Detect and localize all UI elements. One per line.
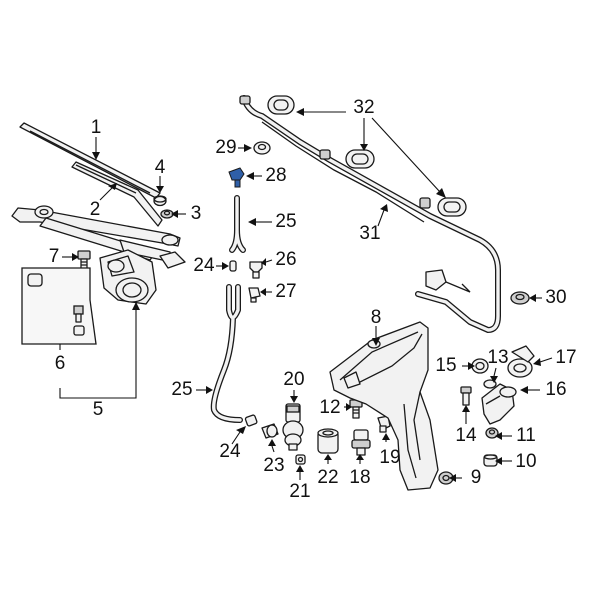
callout-9: 9 (471, 467, 482, 488)
callout-11: 11 (516, 425, 536, 446)
callout-25-lower: 25 (171, 379, 192, 400)
callout-1: 1 (91, 117, 102, 138)
check-valve-26 (249, 261, 263, 279)
callout-12: 12 (319, 397, 340, 418)
grommet-10 (483, 454, 498, 467)
hose-grommet-32a (239, 95, 295, 115)
motor-bracket-panel (21, 267, 97, 345)
callout-29: 29 (215, 137, 236, 158)
hose-grommet-32c (419, 197, 467, 217)
callout-numbers: 1 2 3 4 5 6 7 8 9 10 11 12 13 14 15 16 1… (49, 97, 577, 502)
callout-24-upper: 24 (193, 255, 215, 276)
callout-3: 3 (191, 203, 202, 224)
filler-cap-17 (507, 345, 535, 378)
callout-26: 26 (275, 249, 296, 270)
callout-24-lower: 24 (219, 441, 241, 462)
callout-17: 17 (555, 347, 576, 368)
callout-8: 8 (371, 307, 382, 328)
washer-pump (282, 403, 304, 451)
callout-13: 13 (487, 347, 508, 368)
callout-25-upper: 25 (275, 211, 296, 232)
bolt-12 (349, 399, 363, 419)
callout-23: 23 (263, 455, 284, 476)
connector-24-upper (229, 260, 237, 272)
clip-13 (483, 379, 497, 389)
arm-nut (160, 209, 174, 219)
callout-28: 28 (265, 165, 286, 186)
washer-reservoir (329, 321, 439, 491)
callout-30: 30 (545, 287, 566, 308)
callout-22: 22 (317, 467, 338, 488)
screw-14 (460, 386, 472, 406)
bracket-5 (59, 302, 137, 399)
pump-seal-22 (317, 428, 339, 454)
hose-grommet-32b (319, 149, 375, 169)
callout-32: 32 (353, 97, 374, 118)
grommet-29 (253, 141, 271, 155)
nut-11 (485, 427, 499, 439)
callout-27: 27 (275, 281, 296, 302)
callout-10: 10 (515, 451, 536, 472)
callout-7: 7 (49, 246, 60, 267)
callout-21: 21 (289, 481, 310, 502)
level-sensor-18 (351, 429, 371, 456)
bolt-7 (77, 250, 91, 270)
callout-4: 4 (155, 157, 166, 178)
grommet-21 (295, 454, 306, 465)
filler-neck-16 (481, 383, 517, 425)
connector-27 (248, 287, 261, 303)
callout-19: 19 (379, 447, 400, 468)
wiper-motor (99, 249, 157, 305)
washer-hose-31 (241, 95, 501, 333)
washer-hose-lower (210, 284, 243, 423)
grommet-30 (510, 291, 530, 305)
wiper-linkage (11, 205, 186, 269)
connector-24-lower (244, 414, 258, 427)
wiper-arm (71, 161, 163, 227)
callout-31: 31 (359, 223, 380, 244)
clip-19 (377, 415, 391, 433)
callout-2: 2 (90, 199, 101, 220)
washer-nozzle-highlighted (228, 167, 245, 188)
hose-connector-23 (261, 423, 279, 439)
callout-16: 16 (545, 379, 566, 400)
callout-5: 5 (93, 399, 104, 420)
arm-cap (153, 195, 167, 207)
callout-20: 20 (283, 369, 304, 390)
washer-hose-upper (229, 195, 246, 253)
callout-18: 18 (349, 467, 370, 488)
callout-6: 6 (55, 353, 66, 374)
leader-lines (62, 108, 553, 482)
callout-15: 15 (435, 355, 456, 376)
callout-14: 14 (455, 425, 477, 446)
